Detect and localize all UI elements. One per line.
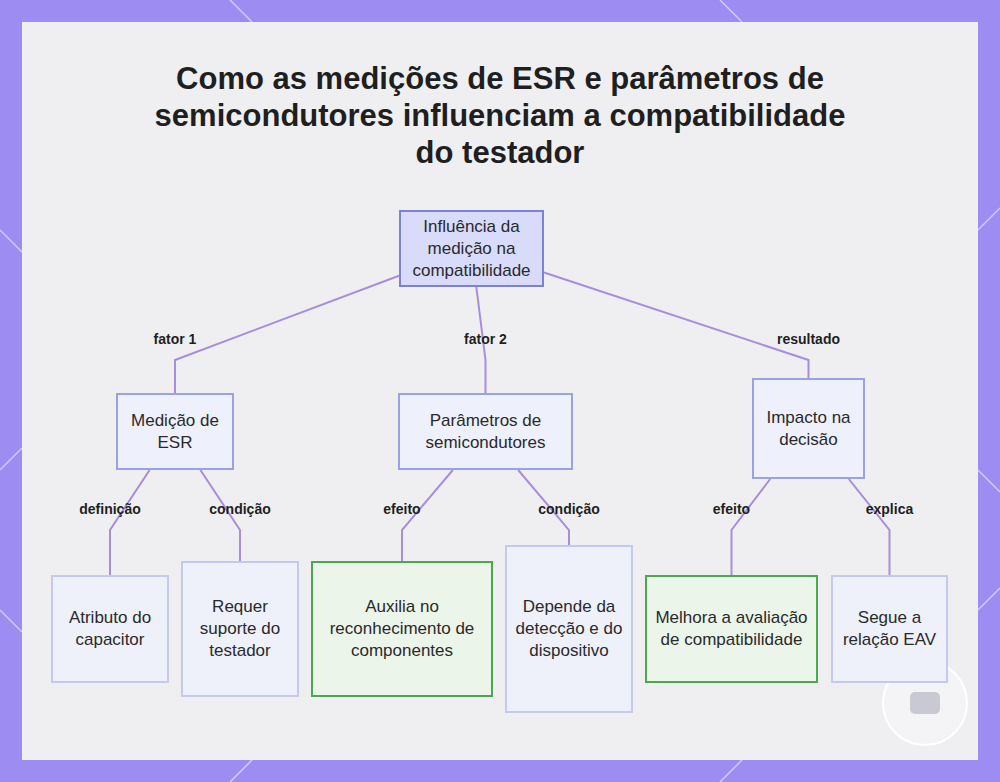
edge-label: condição xyxy=(509,501,629,517)
diagram-title: Como as medições de ESR e parâmetros de … xyxy=(150,60,850,171)
box-text: Requer suporte do testador xyxy=(191,596,289,662)
edge-label: explica xyxy=(830,501,950,517)
box-text: Atributo do capacitor xyxy=(61,607,159,651)
edge-label: efeito xyxy=(672,501,792,517)
box-text: Impacto na decisão xyxy=(762,407,855,451)
concept-box: Impacto na decisão xyxy=(752,378,865,479)
edge-label: fator 2 xyxy=(426,331,546,347)
connector-line xyxy=(175,276,399,393)
concept-box: Melhora a avaliação de compatibilidade xyxy=(645,575,818,683)
concept-box: Medição de ESR xyxy=(116,393,234,470)
box-text: Segue a relação EAV xyxy=(841,607,938,651)
box-text: Influência da medição na compatibilidade xyxy=(409,216,534,282)
box-text: Auxilia no reconhecimento de componentes xyxy=(321,596,483,662)
connector-line xyxy=(849,479,890,575)
concept-box: Auxilia no reconhecimento de componentes xyxy=(311,561,493,697)
concept-box: Depende da detecção e do dispositivo xyxy=(505,545,633,713)
connector-line xyxy=(110,470,150,575)
edge-label: efeito xyxy=(342,501,462,517)
edge-label: condição xyxy=(180,501,300,517)
concept-box: Requer suporte do testador xyxy=(181,561,299,697)
edge-label: definição xyxy=(50,501,170,517)
connector-line xyxy=(732,479,771,575)
concept-box: Segue a relação EAV xyxy=(831,575,948,683)
edge-label: fator 1 xyxy=(115,331,235,347)
concept-box: Influência da medição na compatibilidade xyxy=(399,210,544,287)
box-text: Parâmetros de semicondutores xyxy=(408,410,563,454)
edge-label: resultado xyxy=(749,331,869,347)
concept-box: Parâmetros de semicondutores xyxy=(398,393,573,470)
concept-box: Atributo do capacitor xyxy=(51,575,169,683)
connector-line xyxy=(544,272,809,378)
box-text: Melhora a avaliação de compatibilidade xyxy=(655,607,808,651)
box-text: Depende da detecção e do dispositivo xyxy=(515,596,623,662)
box-text: Medição de ESR xyxy=(126,410,224,454)
